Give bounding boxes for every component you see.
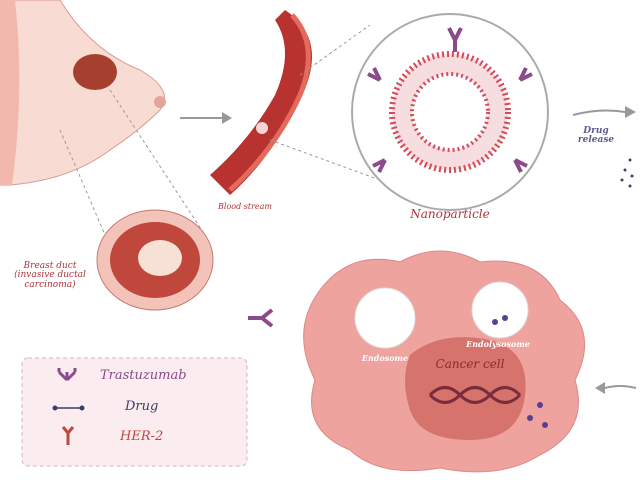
arrow-icon: [572, 109, 626, 116]
endosome-label: Endosome: [361, 353, 409, 363]
drug-icon: [52, 405, 85, 411]
antibody-icon: [248, 308, 274, 328]
nanoparticle-label: Nanoparticle: [410, 207, 490, 221]
blood-stream-label: Blood stream: [218, 202, 272, 211]
cancer-cell-illustration: [303, 250, 586, 473]
her2-receptor-icon: [61, 426, 75, 445]
drug-release-label-line2: release: [577, 135, 615, 146]
legend-drug-label: Drug: [125, 399, 159, 414]
released-drug-dots: [620, 158, 634, 188]
breast-duct-illustration: [96, 209, 214, 311]
breast-duct-label-line3: carcinoma): [24, 279, 76, 290]
drug-release-label-line1: Drug: [583, 126, 609, 136]
antibody-icon: [57, 368, 77, 382]
tumor: [73, 54, 117, 90]
blood-vessel: [210, 10, 312, 195]
endolysosome-label: Endolysosome: [466, 339, 530, 349]
breast-duct-label-line1: Breast duct: [23, 261, 77, 271]
legend-box: [21, 357, 248, 467]
legend-her2-label: HER-2: [120, 429, 164, 444]
cancer-cell-label: Cancer cell: [435, 357, 505, 371]
arrow-icon: [604, 385, 637, 389]
legend-trastuzumab-label: Trastuzumab: [100, 368, 187, 383]
nanoparticle-illustration: [351, 13, 549, 211]
breast-duct-label-line2: (invasive ductal: [14, 270, 86, 281]
breast-illustration: [0, 0, 166, 186]
